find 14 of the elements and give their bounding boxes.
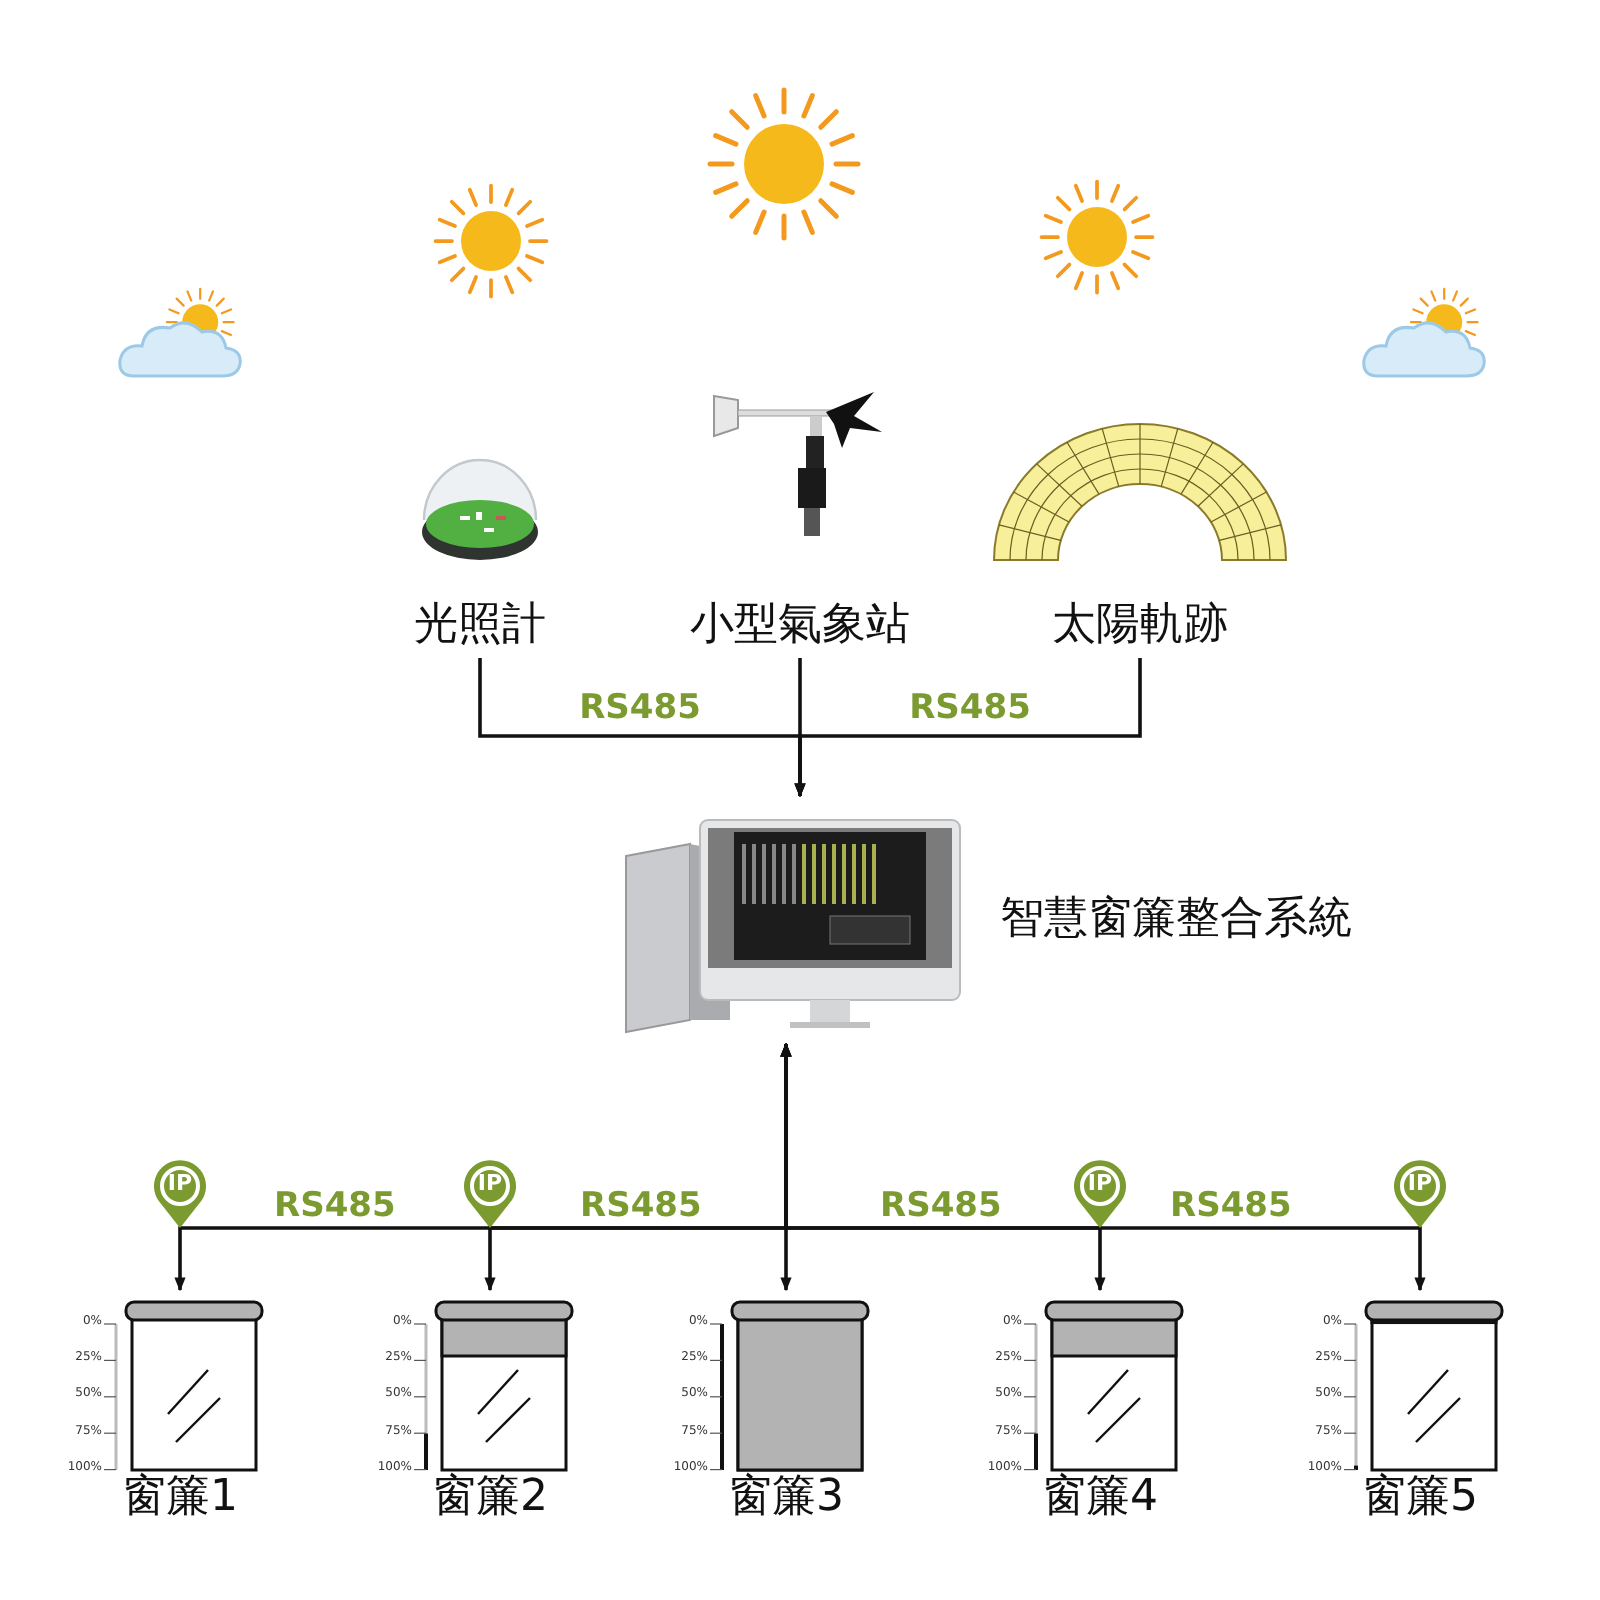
- sensor-label: 小型氣象站: [688, 598, 912, 654]
- bus-label: RS485: [580, 1186, 700, 1226]
- sensor-label: 太陽軌跡: [1050, 598, 1230, 654]
- bus-label: RS485: [1170, 1186, 1290, 1226]
- sensor-label: 光照計: [412, 598, 548, 654]
- pin-label: IP: [1405, 1170, 1435, 1196]
- bus-label: RS485: [274, 1186, 394, 1226]
- connector-arrow: [780, 1042, 1426, 1292]
- connector-arrow: [794, 658, 1142, 798]
- pin-label: IP: [1085, 1170, 1115, 1196]
- bus-label: RS485: [880, 1186, 1000, 1226]
- pin-label: IP: [165, 1170, 195, 1196]
- pin-label: IP: [475, 1170, 505, 1196]
- system-label: 智慧窗簾整合系統: [1000, 892, 1352, 948]
